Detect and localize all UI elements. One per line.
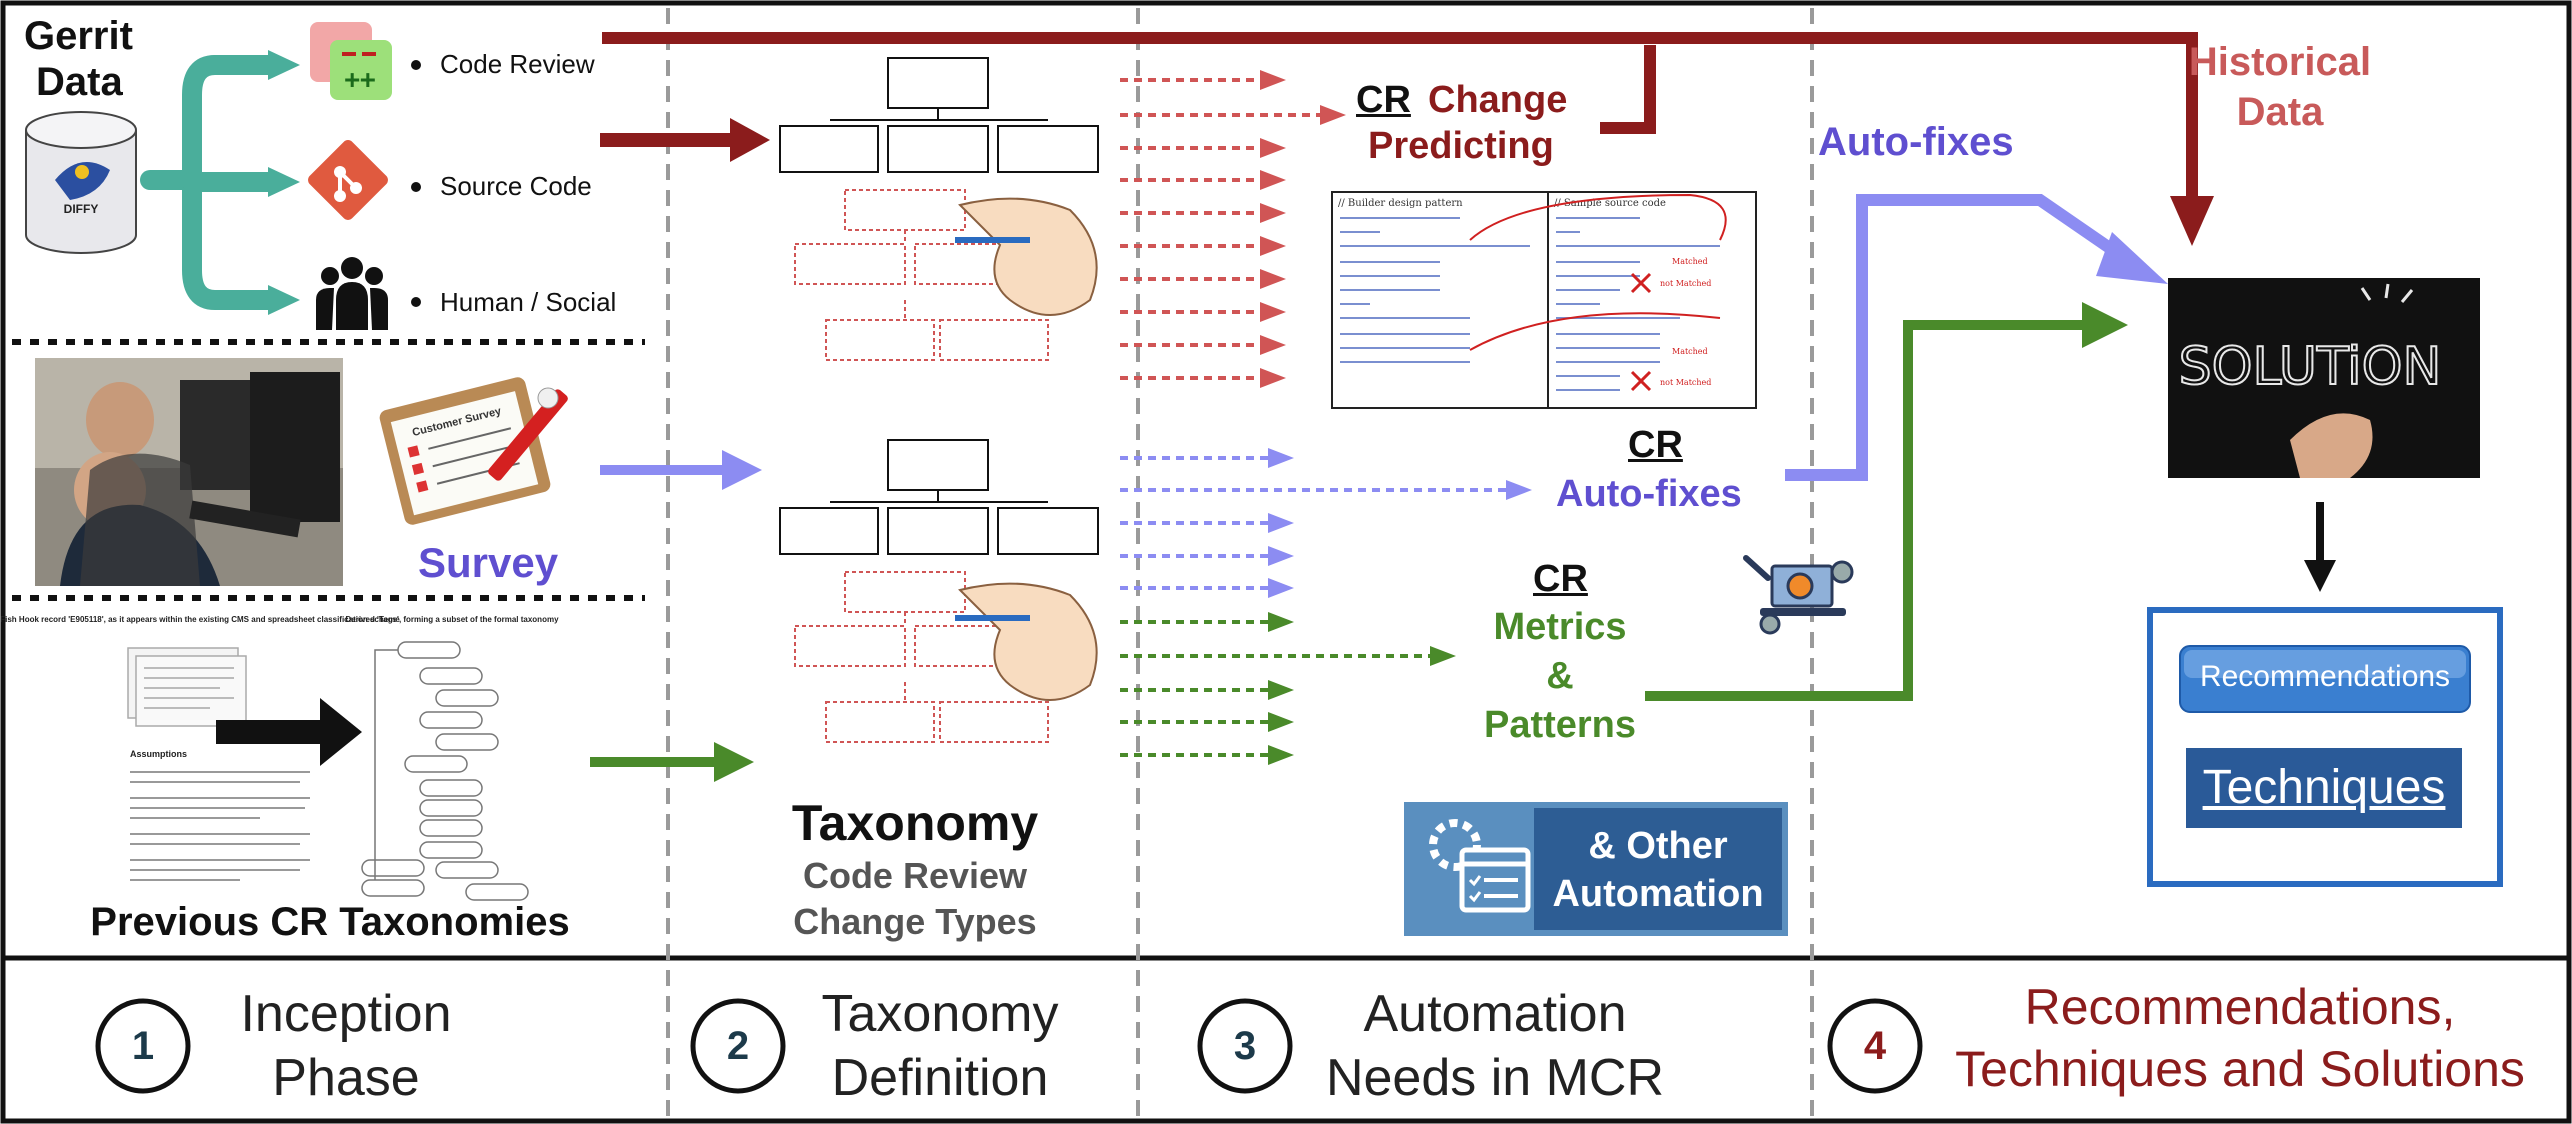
taxonomy-subtitle-2: Change Types bbox=[793, 901, 1037, 942]
bracket-arrowheads bbox=[268, 50, 300, 315]
code-review-icon: ++ bbox=[310, 22, 392, 100]
svg-text:Matched: Matched bbox=[1672, 347, 1708, 356]
autofixes-cr: CR bbox=[1628, 424, 1683, 466]
autofixes-label: Auto-fixes bbox=[1556, 473, 1742, 515]
metrics-line1: Metrics bbox=[1493, 606, 1627, 648]
phase-2-line2: Definition bbox=[831, 1049, 1049, 1107]
taxonomy-tree-top bbox=[779, 57, 1099, 361]
survey-label: Survey bbox=[418, 539, 559, 586]
phase-4-line2: Techniques and Solutions bbox=[1955, 1041, 2525, 1097]
phase-4-number: 4 bbox=[1863, 1024, 1887, 1068]
survey-clipboard-icon: Customer Survey bbox=[379, 377, 568, 525]
svg-text:++: ++ bbox=[344, 65, 375, 95]
gerrit-title-line1: Gerrit bbox=[24, 14, 133, 58]
taxonomy-tree-bottom bbox=[779, 439, 1099, 743]
human-social-icon bbox=[316, 257, 388, 330]
phase-3-line2: Needs in MCR bbox=[1325, 1049, 1665, 1107]
svg-text:SOLUTiON: SOLUTiON bbox=[2179, 337, 2442, 397]
techniques-button[interactable]: Techniques bbox=[2202, 761, 2446, 814]
phase-circles bbox=[95, 998, 1923, 1094]
inception-separators bbox=[12, 339, 645, 601]
techniques-button-bg bbox=[2186, 748, 2462, 828]
svg-text:Assumptions: Assumptions bbox=[130, 749, 187, 759]
column-dividers bbox=[666, 8, 1814, 1118]
previous-taxonomies-label: Previous CR Taxonomies bbox=[90, 900, 570, 944]
other-automation-line1: & Other bbox=[1588, 825, 1728, 867]
svg-text:Matched: Matched bbox=[1672, 257, 1708, 266]
phase-1-number: 1 bbox=[131, 1024, 155, 1068]
source-human-social-label: Human / Social bbox=[440, 287, 617, 317]
historical-data-flow bbox=[602, 32, 2198, 200]
change-predicting-cr: CR bbox=[1356, 79, 1411, 121]
other-automation-line2: Automation bbox=[1552, 873, 1764, 915]
survey-photo bbox=[35, 358, 343, 586]
phase-4-line1: Recommendations, bbox=[2024, 979, 2456, 1035]
svg-text:// Sample source code: // Sample source code bbox=[1554, 198, 1666, 209]
gerrit-title-line2: Data bbox=[36, 60, 123, 104]
source-code-review-label: Code Review bbox=[440, 49, 595, 79]
taxonomy-title: Taxonomy bbox=[791, 795, 1039, 851]
phase-2-line1: Taxonomy bbox=[821, 985, 1059, 1043]
metrics-cr: CR bbox=[1533, 558, 1588, 600]
historical-arrowhead bbox=[2170, 196, 2214, 246]
svg-text:not Matched: not Matched bbox=[1660, 378, 1711, 387]
automation-gears-icon bbox=[1743, 555, 1854, 635]
metrics-dotted-arrows bbox=[1120, 612, 1456, 765]
phase-3-number: 3 bbox=[1233, 1024, 1257, 1068]
metrics-line3: Patterns bbox=[1483, 704, 1637, 746]
change-predicting-dotted-arrows bbox=[1120, 70, 1346, 388]
auto-fixes-flow bbox=[1785, 194, 2134, 481]
change-predicting-word1: Change bbox=[1428, 79, 1568, 121]
phase-2-number: 2 bbox=[726, 1024, 750, 1068]
inception-to-taxonomy-arrows bbox=[590, 118, 770, 782]
svg-text:Derived 'Tags', forming a subs: Derived 'Tags', forming a subset of the … bbox=[345, 615, 559, 624]
source-bullets bbox=[411, 60, 421, 307]
phase-3-line1: Automation bbox=[1363, 985, 1627, 1043]
source-code-label: Source Code bbox=[440, 171, 592, 201]
metrics-arrowhead bbox=[2082, 302, 2128, 348]
recommendations-button[interactable]: Recommendations bbox=[2199, 660, 2451, 693]
historical-data-line2: Data bbox=[2236, 90, 2324, 134]
svg-text:Fish Hook record 'E905118', as: Fish Hook record 'E905118', as it appear… bbox=[0, 615, 400, 624]
previous-taxonomy-document: Fish Hook record 'E905118', as it appear… bbox=[0, 615, 559, 901]
taxonomy-subtitle-1: Code Review bbox=[802, 855, 1028, 896]
solutions-autofixes-label: Auto-fixes bbox=[1818, 120, 2014, 164]
db-label: DIFFY bbox=[63, 202, 99, 216]
metrics-flow bbox=[1645, 320, 2090, 701]
phase-1-line1: Inception bbox=[240, 985, 452, 1043]
solution-down-arrowhead bbox=[2304, 560, 2336, 592]
other-automation-banner bbox=[1404, 802, 1788, 936]
svg-text:// Builder design pattern: // Builder design pattern bbox=[1338, 198, 1463, 209]
solution-blackboard-image: SOLUTiON bbox=[2168, 278, 2480, 478]
auto-fixes-dotted-arrows bbox=[1120, 448, 1532, 598]
metrics-line2: & bbox=[1546, 655, 1574, 697]
gerrit-source-bracket bbox=[140, 55, 280, 310]
phase-1-line2: Phase bbox=[272, 1049, 420, 1107]
historical-data-line1: Historical bbox=[2188, 40, 2372, 84]
code-comparison-panel: // Builder design pattern // Sample sour… bbox=[1331, 191, 1757, 409]
source-code-git-icon bbox=[308, 140, 388, 220]
auto-fixes-arrowhead bbox=[2096, 232, 2168, 284]
svg-text:not Matched: not Matched bbox=[1660, 279, 1711, 288]
diffy-database-icon bbox=[25, 111, 137, 254]
change-predicting-word2: Predicting bbox=[1368, 125, 1554, 167]
